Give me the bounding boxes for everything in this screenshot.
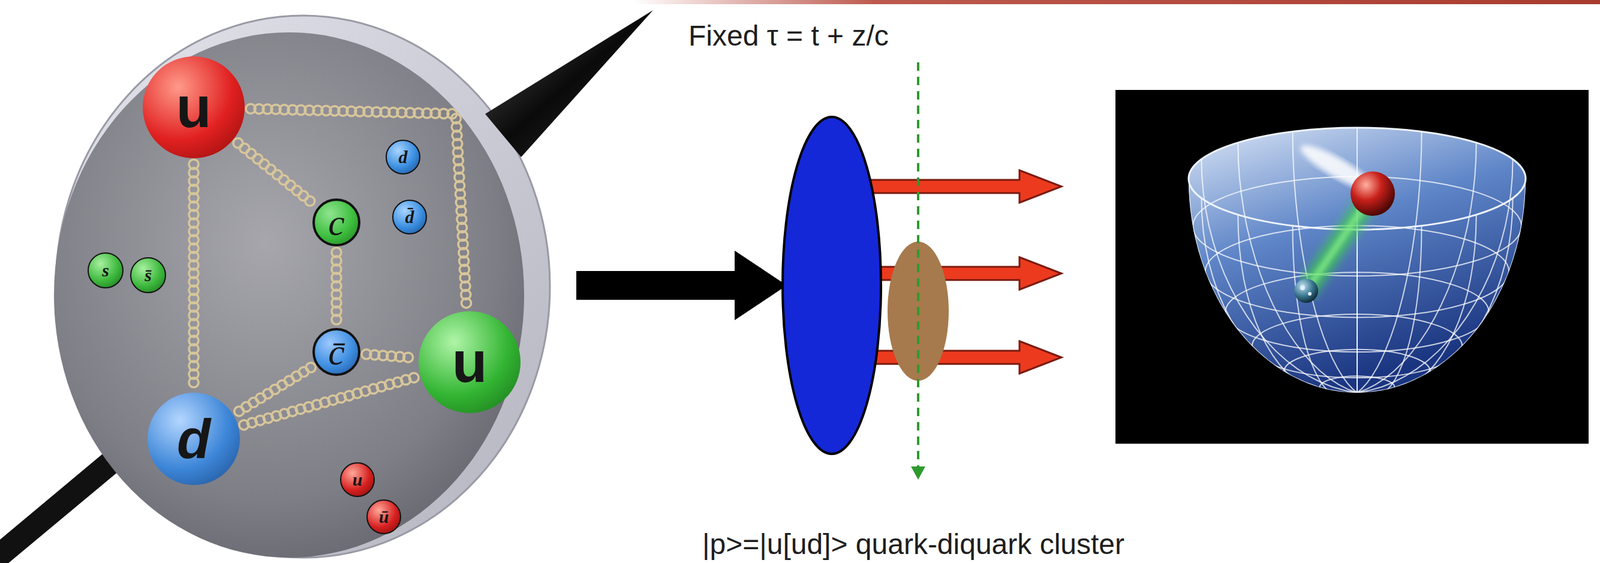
ads-panel — [1115, 89, 1589, 444]
grid-line — [1201, 198, 1358, 395]
quark-label: d — [398, 148, 408, 167]
quark-ball: u — [418, 311, 521, 414]
gluon-chain — [361, 349, 414, 363]
spin-arrow-head — [485, 10, 654, 158]
proton-state-caption: |p>=|u[ud]> quark-diquark cluster — [702, 530, 1125, 559]
gluon-link — [278, 175, 289, 185]
gluon-link — [292, 185, 302, 196]
quark-ball: s̄ — [130, 257, 167, 294]
light-front-time: Fixed τ = t + z/c — [688, 21, 889, 51]
ads-bowl — [1188, 127, 1526, 399]
gluon-chain — [331, 247, 342, 325]
quark-label: u — [352, 470, 363, 489]
quark-ball: s — [87, 252, 124, 289]
quark-ball: c̄ — [312, 328, 361, 377]
gluon-link — [246, 148, 257, 159]
grid-line — [1237, 142, 1358, 393]
quark-ball: d — [385, 139, 421, 175]
gluon-link — [298, 191, 309, 201]
grid-line — [1356, 127, 1358, 393]
light-front-tip — [910, 466, 926, 480]
light-front-line — [916, 62, 920, 468]
proton-disk — [53, 15, 550, 558]
gluon-link — [239, 143, 250, 153]
quark-label: s̄ — [144, 266, 152, 285]
quark-ball: d̄ — [392, 199, 427, 235]
quark-label: ū — [379, 507, 390, 526]
top-bar — [632, 0, 1600, 5]
grid-line — [1357, 131, 1422, 394]
incoming-arrow — [576, 250, 787, 321]
gluon-link — [461, 298, 472, 308]
quark-ball: u — [340, 462, 375, 498]
gluon-link — [272, 169, 282, 180]
gluon-link — [331, 314, 342, 325]
quark-label: c̄ — [328, 333, 345, 371]
quark-ball: ū — [366, 499, 402, 535]
quark-ball: c — [312, 198, 361, 247]
gluon-link — [265, 164, 276, 175]
gluon-chain — [245, 103, 472, 308]
quark-label: u — [176, 78, 212, 137]
gluon-link — [285, 180, 296, 191]
gluon-link — [403, 352, 414, 363]
proton-ellipse — [782, 116, 881, 454]
quark-label: d̄ — [405, 208, 415, 227]
quark-label: s — [101, 261, 110, 280]
gluon-link — [408, 373, 419, 383]
gluon-link — [188, 377, 199, 388]
quark-ball: u — [142, 56, 245, 159]
gluon-link — [234, 406, 245, 417]
quark-ball: d — [147, 392, 240, 486]
gluon-link — [233, 138, 243, 149]
gluon-chain — [239, 373, 419, 430]
quark-label: u — [452, 333, 488, 392]
gluon-chain — [233, 138, 315, 207]
gluon-chain — [188, 159, 199, 388]
gluon-link — [259, 159, 270, 170]
quark-label: c — [328, 203, 345, 242]
gluon-chain — [234, 362, 317, 417]
grid-line — [1201, 159, 1358, 394]
grid-line — [1188, 178, 1358, 393]
gluon-link — [305, 196, 315, 206]
gluon-link — [253, 154, 263, 164]
quark-label: d — [176, 411, 211, 467]
